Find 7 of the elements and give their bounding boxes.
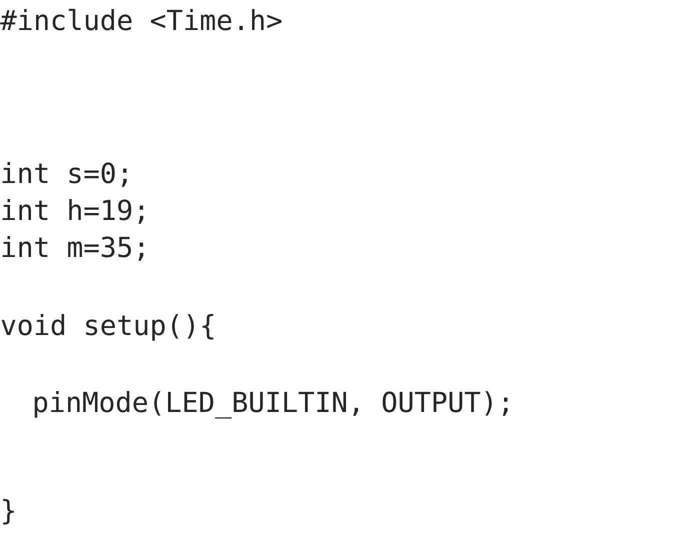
code-line: #include <Time.h> bbox=[0, 8, 282, 30]
code-line: void setup(){ bbox=[2, 314, 214, 341]
code-line: } bbox=[3, 499, 14, 524]
code-line: pinMode(LED_BUILTIN, OUTPUT); bbox=[34, 391, 508, 419]
code-line: int s=0; bbox=[2, 162, 127, 187]
code-line: int h=19; bbox=[2, 199, 144, 224]
code-line: int m=35; bbox=[2, 236, 144, 261]
